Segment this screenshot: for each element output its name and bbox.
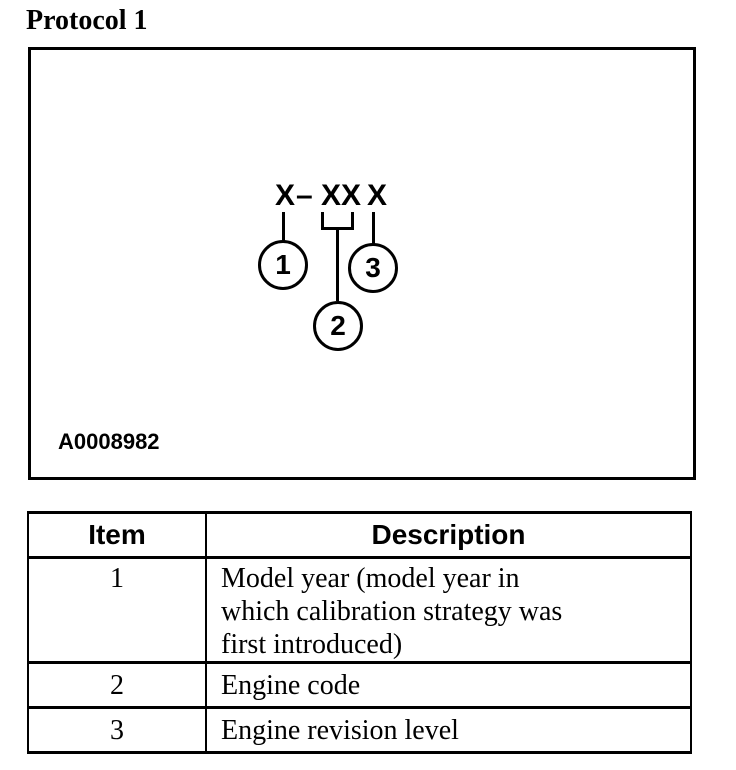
description-cell: Engine revision level [205, 706, 692, 754]
page-title: Protocol 1 [26, 5, 148, 36]
code-char-last: X [367, 179, 388, 212]
callout-circle-3: 3 [348, 243, 398, 293]
description-cell: Engine code [205, 661, 692, 709]
figure-id-label: A0008982 [58, 429, 160, 454]
callout-line-3 [372, 212, 375, 244]
description-text: Engine code [221, 669, 361, 701]
table-row: 3 Engine revision level [27, 706, 692, 754]
callout-circle-1: 1 [258, 240, 308, 290]
callout-line-2 [336, 227, 339, 301]
figure-box: X – XX X 1 2 3 A0008982 [28, 47, 696, 480]
description-cell: Model year (model year in which calibrat… [205, 556, 692, 664]
callout-number-3: 3 [365, 252, 381, 283]
item-cell: 3 [27, 706, 207, 754]
table-header-row: Item Description [27, 511, 692, 559]
item-cell: 1 [27, 556, 207, 664]
item-cell: 2 [27, 661, 207, 709]
table-row: 2 Engine code [27, 661, 692, 709]
legend-table: Item Description 1 Model year (model yea… [27, 511, 692, 754]
callout-number-2: 2 [330, 310, 346, 341]
bracket-right-line [351, 212, 354, 230]
description-text: Model year (model year in which calibrat… [221, 563, 563, 660]
column-header-description: Description [205, 511, 692, 559]
table-row: 1 Model year (model year in which calibr… [27, 556, 692, 664]
description-text: Engine revision level [221, 714, 459, 746]
callout-line-1 [282, 212, 285, 241]
column-header-item: Item [27, 511, 207, 559]
code-char-first: X [275, 179, 296, 212]
code-dash: – [296, 179, 313, 212]
callout-circle-2: 2 [313, 301, 363, 351]
bracket-left-line [321, 212, 324, 230]
callout-number-1: 1 [275, 249, 291, 280]
code-chars-middle: XX [321, 179, 362, 212]
